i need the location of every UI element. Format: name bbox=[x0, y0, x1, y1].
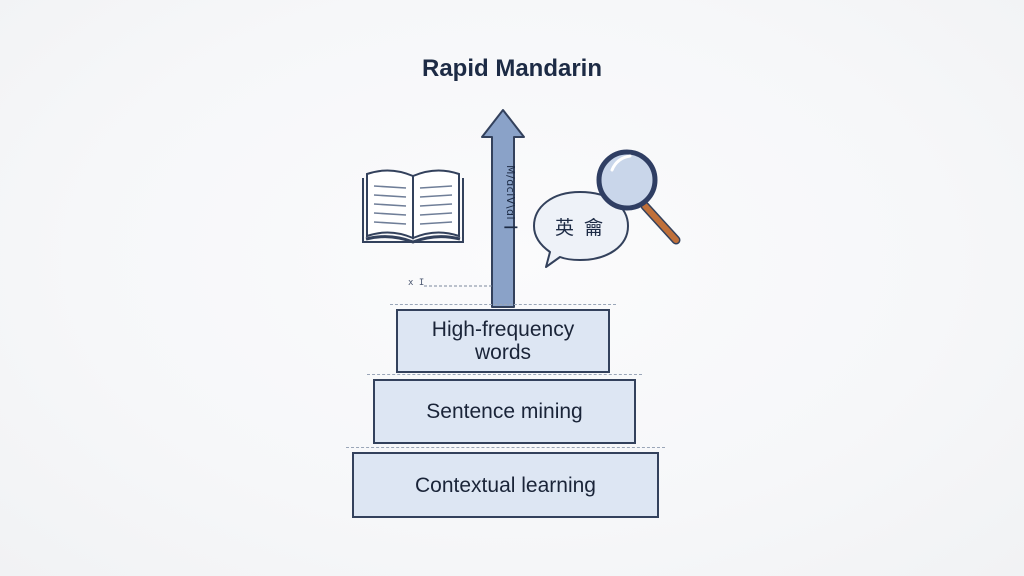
step-sentence-mining: Sentence mining bbox=[367, 374, 642, 444]
step-label: Sentence mining bbox=[426, 400, 583, 423]
step-high-frequency-words: High-frequency words bbox=[390, 304, 616, 373]
step-label: Contextual learning bbox=[415, 473, 596, 497]
speech-bubble-text: 英 龠 bbox=[554, 217, 606, 239]
step-contextual-learning: Contextual learning bbox=[346, 447, 665, 518]
open-book-icon bbox=[362, 169, 464, 244]
axis-note: x I bbox=[408, 278, 425, 288]
speech-bubble-icon bbox=[533, 191, 629, 268]
magnifying-glass-icon bbox=[596, 149, 681, 245]
up-arrow-icon bbox=[481, 109, 525, 308]
arrow-label: M/ɑciV\ɑl ┃ bbox=[504, 165, 517, 232]
step-label: High-frequency words bbox=[431, 318, 575, 364]
diagram-title: Rapid Mandarin bbox=[421, 55, 602, 82]
